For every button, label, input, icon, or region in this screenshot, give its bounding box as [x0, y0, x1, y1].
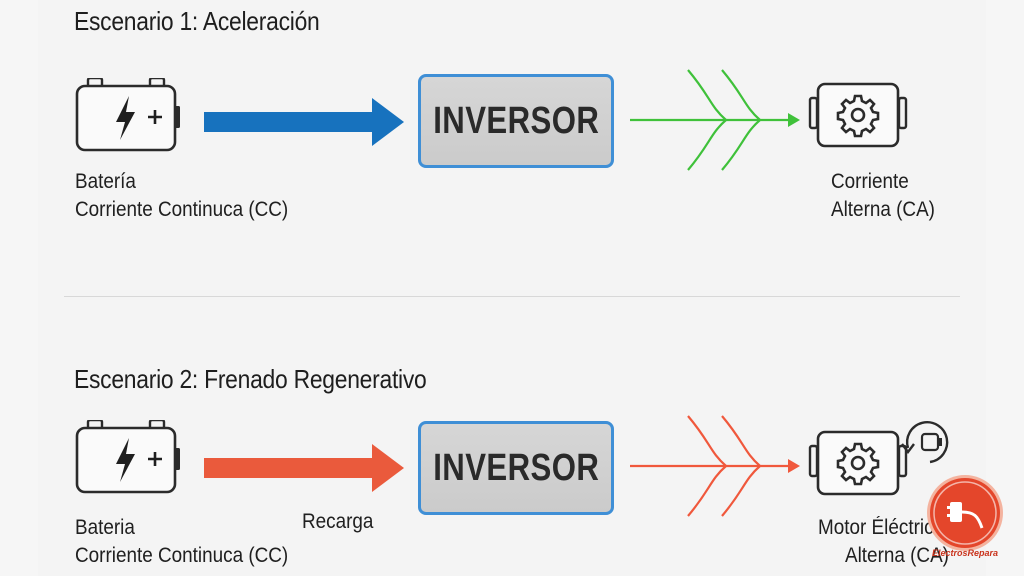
scenario1-title: Escenario 1: Aceleración [74, 6, 320, 36]
battery-icon [75, 78, 180, 152]
motor-line2: Alterna (CA) [845, 544, 949, 567]
ac-wave-arrow [630, 415, 800, 517]
inverter-label: INVERSOR [432, 446, 600, 489]
scenario2-battery-label: Bateria Corriente Continuca (CC) [75, 514, 288, 570]
motor-icon [808, 430, 908, 496]
scenario1-battery-label: Batería Corriente Continuca (CC) [75, 168, 288, 224]
recharge-flow-arrow [204, 444, 404, 492]
gear-icon [836, 94, 880, 138]
battery-icon [75, 420, 180, 494]
bolt-icon [116, 96, 135, 140]
battery-name: Batería [75, 170, 136, 193]
motor-icon [808, 82, 908, 148]
scenario2-title: Escenario 2: Frenado Regenerativo [74, 364, 427, 394]
scenario2-motor-label: Motor Éléctrico Alterna (CA) [818, 514, 949, 570]
motor-line2: Alterna (CA) [831, 198, 935, 221]
plug-icon [933, 481, 997, 545]
scenario1-motor-label: Corriente Alterna (CA) [831, 168, 935, 224]
inverter-box: INVERSOR [418, 421, 614, 515]
battery-name: Bateria [75, 516, 135, 539]
recharge-label: Recarga [302, 510, 374, 533]
gear-icon [836, 442, 880, 486]
scenario-divider [64, 296, 960, 297]
battery-current-type: Corriente Continuca (CC) [75, 544, 289, 567]
motor-line1: Corriente [831, 170, 909, 193]
dc-flow-arrow [204, 98, 404, 146]
watermark-text: ElectrosRepara [931, 548, 999, 558]
bolt-icon [116, 438, 135, 482]
brand-logo: ElectrosRepara [930, 478, 1000, 558]
rotation-icon [901, 421, 949, 464]
ac-wave-arrow [630, 69, 800, 171]
battery-current-type: Corriente Continuca (CC) [75, 198, 289, 221]
inverter-label: INVERSOR [432, 99, 600, 142]
inverter-box: INVERSOR [418, 74, 614, 168]
motor-line1: Motor Éléctrico [818, 516, 945, 539]
